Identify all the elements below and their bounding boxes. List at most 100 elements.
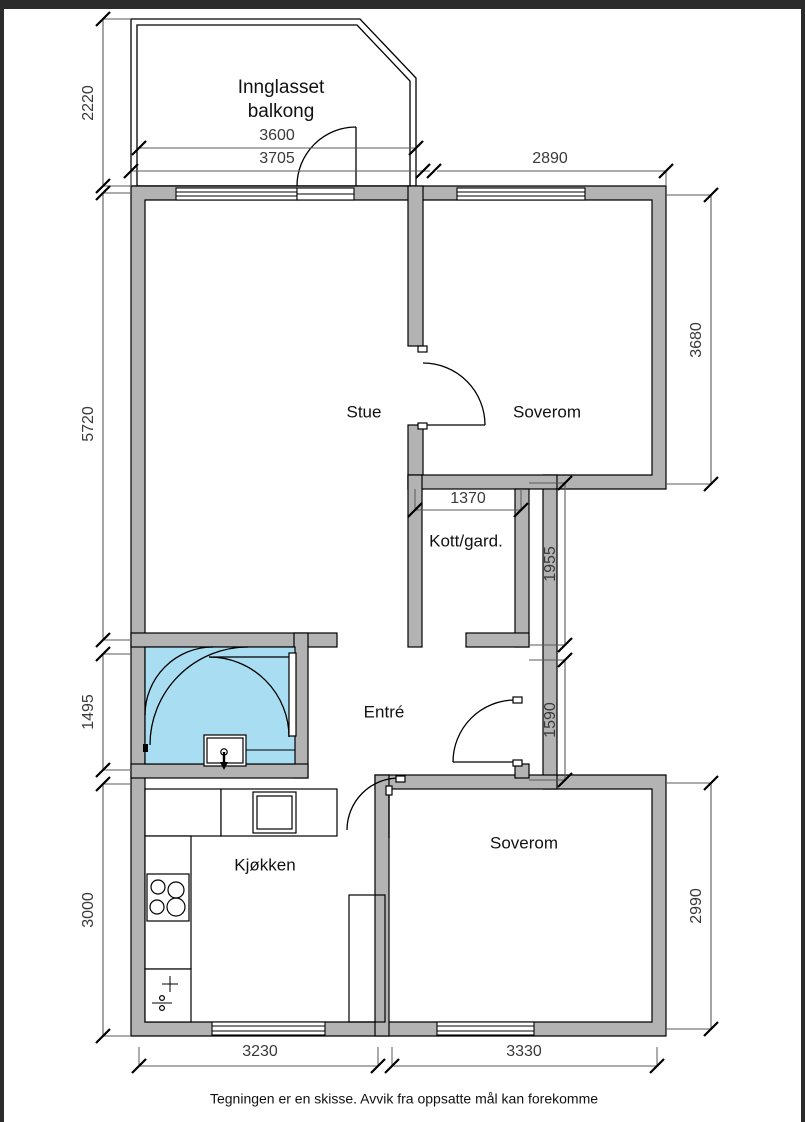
wall-soverom-bottom-left — [374, 774, 390, 1037]
room-label-kott: Kott/gard. — [429, 531, 503, 550]
dim-1590-tick-bottom — [557, 772, 573, 788]
stue-soverom-door-arc — [422, 362, 486, 426]
bathroom-group — [143, 646, 297, 770]
wall-stue-soverom-upper — [407, 185, 424, 347]
soverom-bottom-door-arc — [346, 777, 400, 831]
dim-1955-tick-top — [557, 475, 573, 491]
stue-soverom-door-jamb-bottom — [417, 422, 428, 430]
dim-3705-tick-left — [123, 163, 139, 179]
soverom-bottom-window-south — [436, 1021, 535, 1036]
wall-group — [130, 185, 667, 1037]
dim-3330-tick-right — [649, 1058, 665, 1074]
page-border-left — [0, 9, 4, 1122]
sink-drain-icon-1 — [159, 994, 166, 1001]
wall-kott-bottom — [465, 632, 530, 648]
dim-2990-tick-top — [703, 775, 719, 791]
balcony-door-arc — [296, 126, 357, 187]
stue-window-north — [175, 187, 298, 201]
room-labels: Innglasset balkong Stue Soverom Kott/gar… — [234, 77, 581, 874]
room-label-entre: Entré — [364, 702, 405, 721]
dim-3000-tick-bottom — [95, 1028, 111, 1044]
wall-kott-left — [407, 474, 423, 648]
kjokken-window-south — [211, 1021, 326, 1036]
dim-1495-tick-top — [95, 646, 111, 662]
dim-3230-tick-right — [370, 1058, 386, 1074]
bathroom-right-frame — [288, 652, 297, 737]
room-label-kjokken: Kjøkken — [234, 855, 295, 874]
balcony-outer-outline — [130, 18, 417, 187]
dim-3330-tick-left — [384, 1058, 400, 1074]
kitchen-counter-corner — [144, 788, 222, 837]
exterior-wall — [130, 185, 667, 1037]
dim-1495-tick-bottom — [95, 762, 111, 778]
entre-kitchen-partition — [348, 894, 386, 1023]
dim-label-2890: 2890 — [532, 150, 568, 167]
dim-3230-tick-left — [131, 1058, 147, 1074]
bathroom-door-left-arc — [149, 646, 249, 746]
dimensions-bottom: 3230 3330 — [131, 1043, 665, 1074]
dim-label-1495: 1495 — [80, 694, 97, 730]
room-label-balcony-line2: balkong — [248, 101, 315, 122]
dim-label-3680: 3680 — [688, 322, 705, 358]
dim-2220-tick-bottom — [95, 178, 111, 194]
dim-label-3330: 3330 — [506, 1043, 542, 1060]
burner-icon-1 — [150, 879, 166, 895]
bathroom-door-left-arc-2 — [144, 646, 214, 716]
dim-label-1370: 1370 — [450, 490, 486, 507]
kitchen-group — [144, 788, 338, 1023]
dim-3600-tick-right — [408, 140, 424, 156]
dim-label-3705: 3705 — [259, 150, 295, 167]
dim-3705-tick-right-2 — [426, 163, 442, 179]
entre-soverom-door-jamb-1 — [512, 696, 523, 704]
dimensions-left: 2220 5720 1495 3000 — [80, 11, 131, 1044]
room-label-soverom-bottom: Soverom — [490, 833, 558, 852]
dimensions-interior: 1370 1955 1590 — [407, 475, 573, 788]
entre-soverom-door-arc — [452, 699, 516, 763]
dim-label-3600: 3600 — [259, 127, 295, 144]
window-group — [175, 187, 586, 1036]
dim-2990-tick-bottom — [703, 1021, 719, 1037]
dim-2220-tick-top — [95, 11, 111, 27]
dim-label-5720: 5720 — [80, 406, 97, 442]
dim-5720-tick-bottom — [95, 632, 111, 648]
dim-label-3000: 3000 — [80, 892, 97, 928]
soverom-top-window-north — [456, 187, 586, 201]
dimensions-right: 3680 2990 — [666, 187, 719, 1037]
door-group — [296, 126, 523, 838]
stue-soverom-door-jamb-top — [417, 345, 428, 353]
kitchen-sink-cabinet — [144, 968, 192, 1023]
dim-label-1590: 1590 — [542, 702, 559, 738]
footer-disclaimer: Tegningen er en skisse. Avvik fra oppsat… — [210, 1091, 598, 1107]
dim-3705-tick-right-1 — [415, 163, 431, 179]
page-border-top — [0, 0, 805, 9]
dim-label-3230: 3230 — [242, 1043, 278, 1060]
balcony-outline-group — [130, 18, 417, 187]
washbasin-arrow-icon — [220, 762, 228, 770]
dim-3600-tick-left — [131, 140, 147, 156]
dim-label-1955: 1955 — [542, 546, 559, 582]
soverom-bottom-door-jamb-1 — [395, 775, 406, 783]
soverom-bottom-door-jamb-2 — [385, 785, 393, 796]
room-label-stue: Stue — [347, 402, 382, 421]
room-label-balcony-line1: Innglasset — [238, 77, 325, 98]
burner-icon-3 — [149, 899, 165, 915]
sink-drain-icon-2 — [159, 1004, 166, 1011]
room-label-soverom-top: Soverom — [513, 402, 581, 421]
dimensions-top: 3600 3705 2890 — [123, 127, 674, 186]
burner-icon-4 — [166, 897, 186, 917]
dim-1590-tick-top — [557, 652, 573, 668]
dim-5720-tick-top — [95, 185, 111, 201]
dim-1370-tick-right — [513, 502, 529, 518]
dim-3000-tick-top — [95, 776, 111, 792]
dim-3680-tick-bottom — [703, 476, 719, 492]
page-border-right — [801, 9, 805, 1122]
dim-2890-tick-right — [658, 163, 674, 179]
balcony-inner-outline — [136, 24, 411, 187]
wall-kott-top — [407, 474, 558, 490]
dim-3680-tick-top — [703, 187, 719, 203]
dim-1370-tick-left — [407, 502, 423, 518]
dim-label-2220: 2220 — [80, 85, 97, 121]
entre-soverom-door-jamb-2 — [512, 759, 523, 767]
